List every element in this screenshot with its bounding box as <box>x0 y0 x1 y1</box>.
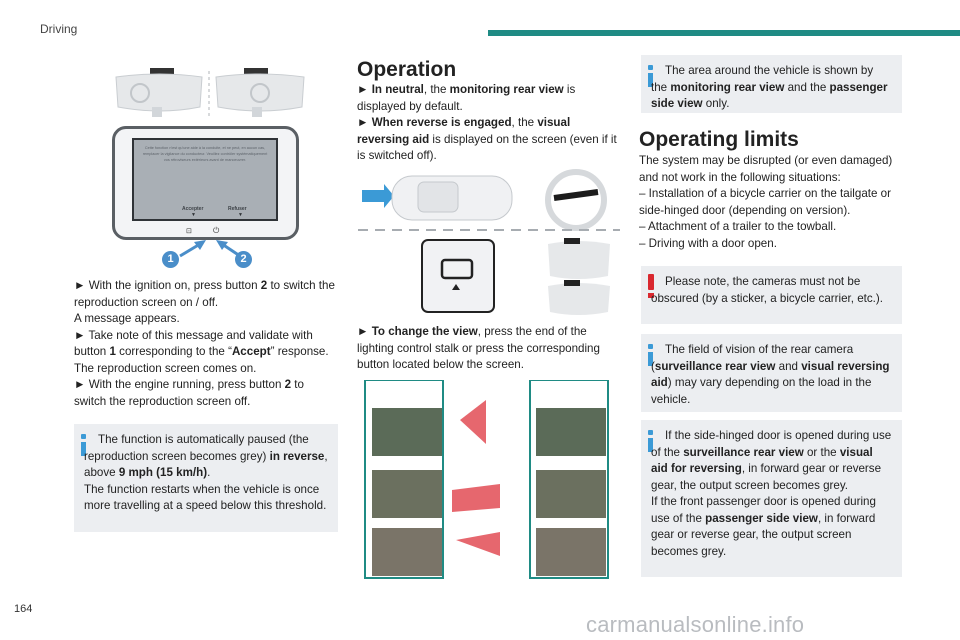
door-open-note: If the side-hinged door is opened during… <box>641 420 902 577</box>
camera-views-illustration <box>364 380 609 579</box>
callout-1: 1 <box>162 251 179 268</box>
limit-item: – Installation of a bicycle carrier on t… <box>639 187 891 217</box>
lighting-stalk-illustration <box>358 169 620 315</box>
camera-warning-note: Please note, the cameras must not be obs… <box>641 266 902 324</box>
info-icon <box>648 430 653 452</box>
page-number: 164 <box>14 603 33 615</box>
operation-heading: Operation <box>357 58 457 81</box>
decline-label: Refuser <box>228 206 247 212</box>
step-2: ► Take note of this message and validate… <box>74 328 329 359</box>
header-accent-bar <box>488 30 960 36</box>
interior-mirrors-illustration <box>115 68 305 117</box>
area-info-note: The area around the vehicle is shown by … <box>641 55 902 113</box>
info-icon <box>648 65 653 87</box>
limit-item: – Attachment of a trailer to the towball… <box>639 220 837 233</box>
info-icon <box>648 344 653 366</box>
column1-instructions: ► With the ignition on, press button 2 t… <box>74 278 338 410</box>
operating-limits-heading: Operating limits <box>639 128 799 151</box>
operation-text: ► In neutral, the monitoring rear view i… <box>357 83 617 162</box>
step-2-result: The reproduction screen comes on. <box>74 361 257 375</box>
info-icon <box>81 434 86 456</box>
change-view-text: ► To change the view, press the end of t… <box>357 325 600 371</box>
step-3: ► With the engine running, press button … <box>74 378 304 408</box>
screen-message: Cette fonction n'est qu'une aide à la co… <box>142 146 268 162</box>
limit-item: – Driving with a door open. <box>639 236 777 250</box>
step-1-result: A message appears. <box>74 312 180 325</box>
section-title: Driving <box>40 22 78 36</box>
callout-2: 2 <box>235 251 252 268</box>
screen-display: Cette fonction n'est qu'une aide à la co… <box>132 138 278 221</box>
power-button-icon[interactable]: ⏻ <box>213 226 220 235</box>
reproduction-screen-device: Cette fonction n'est qu'une aide à la co… <box>112 126 299 240</box>
accept-label: Accepter <box>182 206 204 212</box>
camera-view-button-icon[interactable]: ⊡ <box>186 228 192 235</box>
decline-arrow-icon: ▼ <box>238 212 243 218</box>
watermark: carmanualsonline.info <box>586 612 805 637</box>
operating-limits-text: The system may be disrupted (or even dam… <box>639 153 903 252</box>
accept-arrow-icon: ▼ <box>191 212 196 218</box>
step-1: ► With the ignition on, press button 2 t… <box>74 279 335 309</box>
warning-icon <box>648 274 654 298</box>
pause-info-note: The function is automatically paused (th… <box>74 424 338 532</box>
field-of-vision-note: The field of vision of the rear camera (… <box>641 334 902 412</box>
